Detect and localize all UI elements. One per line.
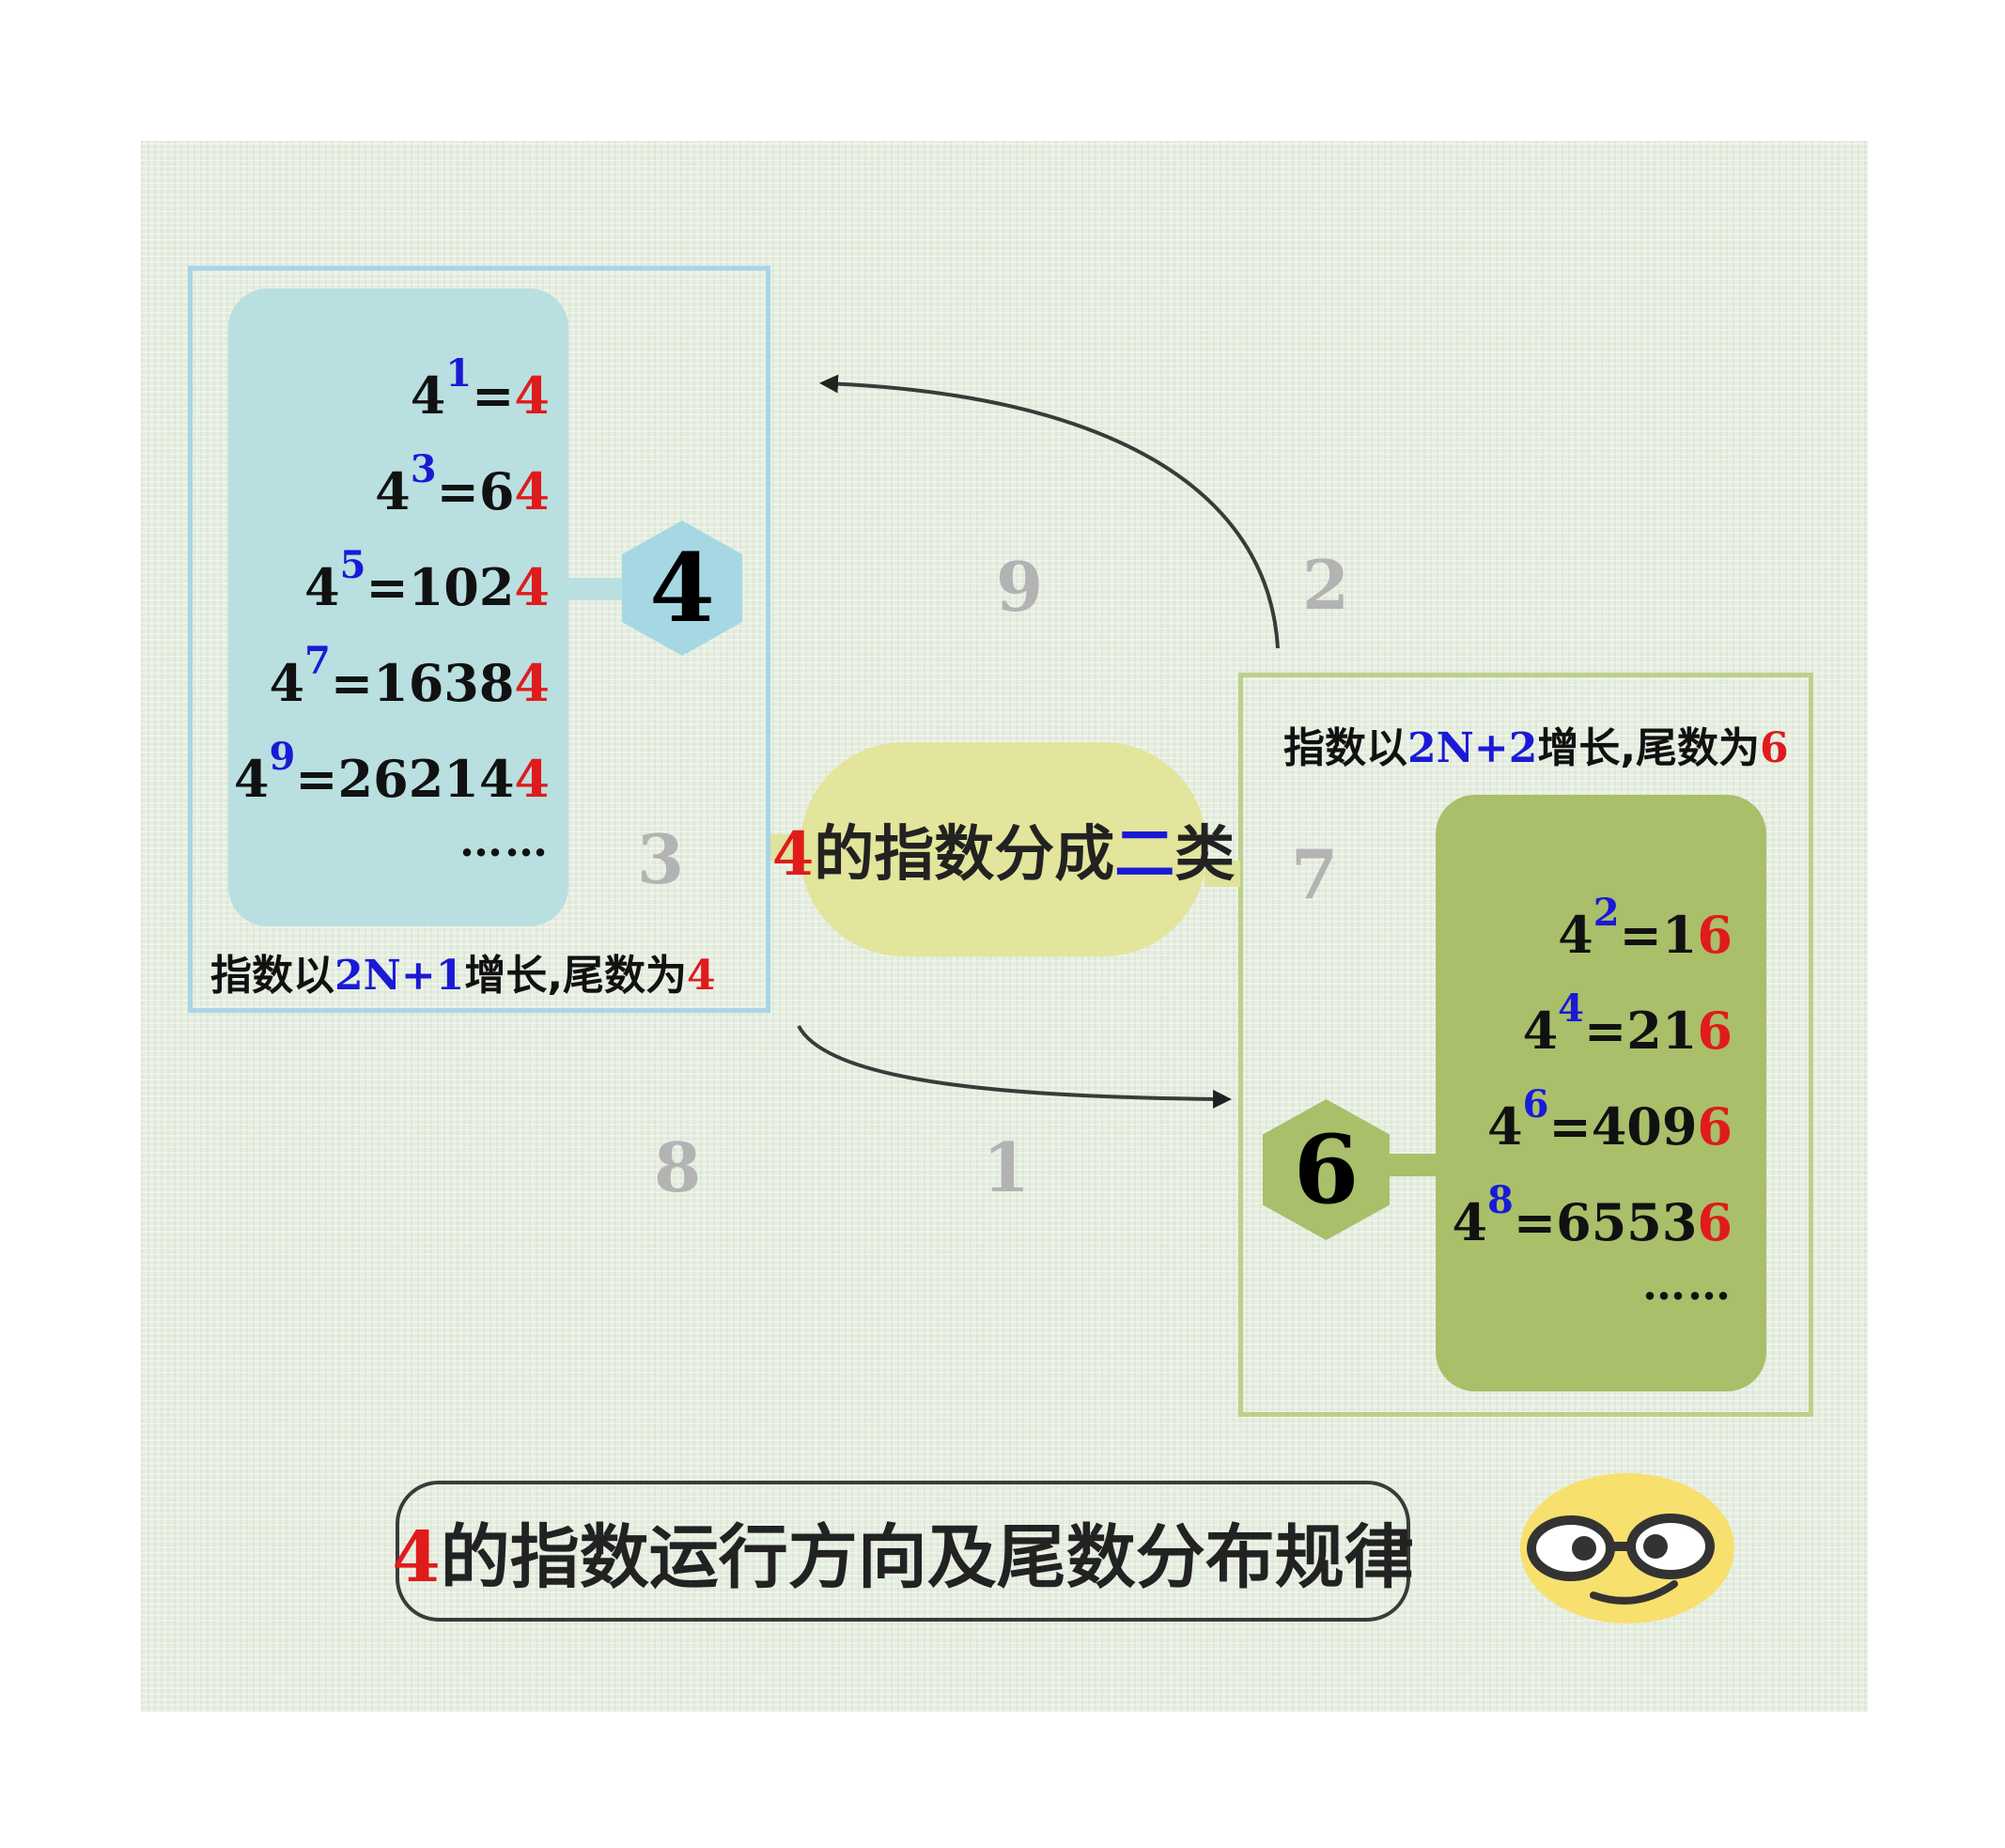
curved-arrow-down-right-icon [797,1025,1232,1109]
left-equation-2: 43=64 [375,447,550,521]
left-equation-1: 41=4 [410,351,550,426]
digit-2: 2 [1302,545,1350,625]
right-tail-digit: 6 [1293,1114,1360,1225]
right-equation-4: 48=65536 [1452,1178,1733,1252]
left-powers-panel [228,288,568,926]
digit-7: 7 [1291,834,1339,914]
center-topic-pill: 4的指数分成二类 [772,742,1235,956]
nerd-face-icon [1520,1473,1734,1623]
right-powers-panel [1436,795,1766,1391]
curved-arrow-up-left-icon [819,374,1280,649]
right-rule-caption: 指数以2N+2增长,尾数为6 [1283,724,1789,772]
title-text: 4的指数运行方向及尾数分布规律 [392,1516,1414,1598]
left-equation-5: 49=262144 [233,735,550,809]
left-equation-4: 47=16384 [269,639,550,713]
right-ellipsis: …… [1642,1259,1733,1310]
left-equation-3: 45=1024 [304,543,550,617]
center-connector-right [1205,861,1240,887]
right-tail-hexagon: 6 [1263,1099,1390,1240]
right-equation-1: 42=16 [1558,891,1733,965]
left-group-frame [188,266,770,1013]
right-equation-3: 46=4096 [1487,1082,1733,1157]
title-box: 4的指数运行方向及尾数分布规律 [392,1481,1414,1622]
left-tail-digit: 4 [649,533,715,644]
right-group-frame [1238,673,1813,1417]
left-hex-connector [567,578,626,600]
right-equation-2: 44=216 [1522,986,1733,1061]
right-hex-connector [1387,1154,1438,1176]
left-rule-caption: 指数以2N+1增长,尾数为4 [210,952,716,1000]
digit-8: 8 [654,1127,702,1207]
digit-3: 3 [637,819,685,899]
center-topic-text: 4的指数分成二类 [771,819,1236,890]
left-ellipsis: …… [459,815,550,866]
center-connector-left [770,834,804,861]
digit-1: 1 [983,1127,1031,1207]
digit-9: 9 [996,547,1044,627]
